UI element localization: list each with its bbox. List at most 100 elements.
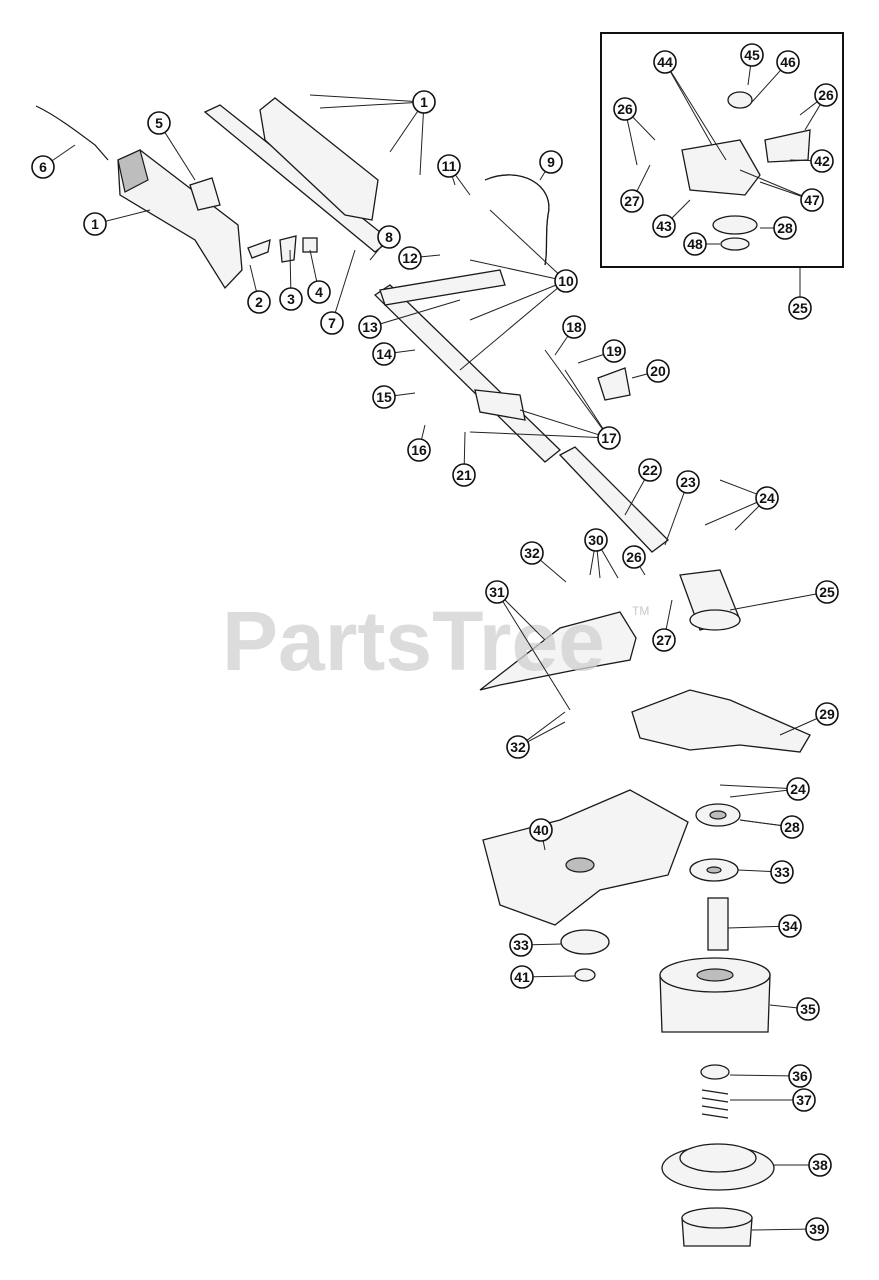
callout-c28b: 28 bbox=[773, 216, 797, 240]
loop-handle bbox=[484, 174, 550, 266]
callout-c44: 44 bbox=[653, 50, 677, 74]
callout-c32b: 32 bbox=[506, 735, 530, 759]
callout-number: 2 bbox=[255, 294, 263, 310]
callout-number: 26 bbox=[626, 549, 642, 565]
callout-number: 18 bbox=[566, 319, 582, 335]
callout-circle bbox=[808, 1153, 832, 1177]
inset-bracket bbox=[764, 129, 811, 163]
callout-number: 26 bbox=[617, 101, 633, 117]
callout-number: 40 bbox=[533, 822, 549, 838]
callout-circle bbox=[652, 214, 676, 238]
callout-c5: 5 bbox=[147, 111, 171, 135]
arbor-bolt bbox=[707, 897, 729, 951]
callout-c1b: 1 bbox=[83, 212, 107, 236]
callout-number: 19 bbox=[606, 343, 622, 359]
callout-number: 23 bbox=[680, 474, 696, 490]
callout-circle bbox=[307, 280, 331, 304]
callout-number: 36 bbox=[792, 1068, 808, 1084]
callout-c27b: 27 bbox=[620, 189, 644, 213]
callout-circle bbox=[810, 149, 834, 173]
spring bbox=[701, 1089, 729, 1119]
callout-circle bbox=[800, 188, 824, 212]
leader-c45-64 bbox=[747, 65, 752, 86]
lower-shaft bbox=[558, 446, 669, 553]
leader-c9-12 bbox=[539, 171, 546, 181]
callout-number: 17 bbox=[601, 430, 617, 446]
handle-housing bbox=[117, 149, 243, 290]
leader-c34-53 bbox=[727, 925, 780, 929]
upper-washer-hole bbox=[706, 866, 722, 874]
callout-c25a: 25 bbox=[815, 580, 839, 604]
throttle-cable bbox=[35, 105, 109, 161]
leader-c10-13 bbox=[469, 259, 556, 280]
callout-circle bbox=[83, 212, 107, 236]
callout-c36: 36 bbox=[788, 1064, 812, 1088]
callout-number: 20 bbox=[650, 363, 666, 379]
callout-circle bbox=[437, 154, 461, 178]
leader-c13-20 bbox=[380, 299, 461, 325]
callout-c24a: 24 bbox=[755, 486, 779, 510]
callout-circle bbox=[562, 315, 586, 339]
callout-number: 16 bbox=[411, 442, 427, 458]
leader-c18-28 bbox=[554, 335, 569, 356]
leader-c11-17 bbox=[451, 176, 456, 186]
callout-c14: 14 bbox=[372, 342, 396, 366]
callout-number: 14 bbox=[376, 346, 392, 362]
callout-c1a: 1 bbox=[412, 90, 436, 114]
inset-nut bbox=[720, 237, 750, 251]
callout-number: 15 bbox=[376, 389, 392, 405]
callout-circle bbox=[652, 628, 676, 652]
spring-part bbox=[279, 235, 297, 263]
leader-lines bbox=[51, 65, 821, 1231]
callout-circle bbox=[676, 470, 700, 494]
trimmer-shield bbox=[631, 689, 811, 753]
callout-circle bbox=[31, 155, 55, 179]
callout-circle bbox=[646, 359, 670, 383]
callout-c33a: 33 bbox=[770, 860, 794, 884]
callout-c47: 47 bbox=[800, 188, 824, 212]
callout-circle bbox=[622, 545, 646, 569]
leader-c10-16 bbox=[459, 287, 558, 371]
leader-c24b-49 bbox=[729, 789, 788, 798]
leader-c24b-48 bbox=[719, 784, 788, 789]
leader-c1a-1 bbox=[319, 102, 414, 109]
callout-circle bbox=[786, 777, 810, 801]
callout-circle bbox=[776, 50, 800, 74]
leader-c27a-39 bbox=[665, 599, 673, 630]
callout-circle bbox=[620, 189, 644, 213]
callout-number: 42 bbox=[814, 153, 830, 169]
callout-c45: 45 bbox=[740, 43, 764, 67]
leader-c47-71 bbox=[739, 169, 803, 197]
callout-c46: 46 bbox=[776, 50, 800, 74]
callout-circle bbox=[377, 225, 401, 249]
callout-circle bbox=[279, 287, 303, 311]
leader-c40-59 bbox=[542, 840, 546, 851]
callout-number: 12 bbox=[402, 250, 418, 266]
leader-c17-26 bbox=[519, 409, 599, 436]
watermark-tm: TM bbox=[632, 604, 649, 618]
callout-circle bbox=[653, 50, 677, 74]
leader-c8-11 bbox=[369, 245, 383, 261]
lower-washer bbox=[560, 929, 610, 955]
leader-c17-25 bbox=[564, 369, 604, 430]
leader-c12-19 bbox=[420, 254, 441, 258]
callout-c31: 31 bbox=[485, 580, 509, 604]
callout-circle bbox=[796, 997, 820, 1021]
callout-number: 32 bbox=[524, 545, 540, 561]
leader-c29-51 bbox=[779, 718, 818, 736]
callout-circle bbox=[780, 815, 804, 839]
callout-circle bbox=[584, 528, 608, 552]
leader-c26b-66 bbox=[626, 119, 638, 166]
leader-c19-29 bbox=[577, 354, 604, 364]
handle-grip bbox=[117, 149, 149, 193]
leader-c33a-52 bbox=[737, 869, 772, 872]
cutting-blade bbox=[482, 789, 689, 926]
callout-c38: 38 bbox=[808, 1153, 832, 1177]
callout-circle bbox=[509, 933, 533, 957]
leader-c26c-68 bbox=[799, 101, 818, 116]
callout-circle bbox=[539, 150, 563, 174]
callout-circle bbox=[506, 735, 530, 759]
callout-c28a: 28 bbox=[780, 815, 804, 839]
callout-circle bbox=[638, 458, 662, 482]
